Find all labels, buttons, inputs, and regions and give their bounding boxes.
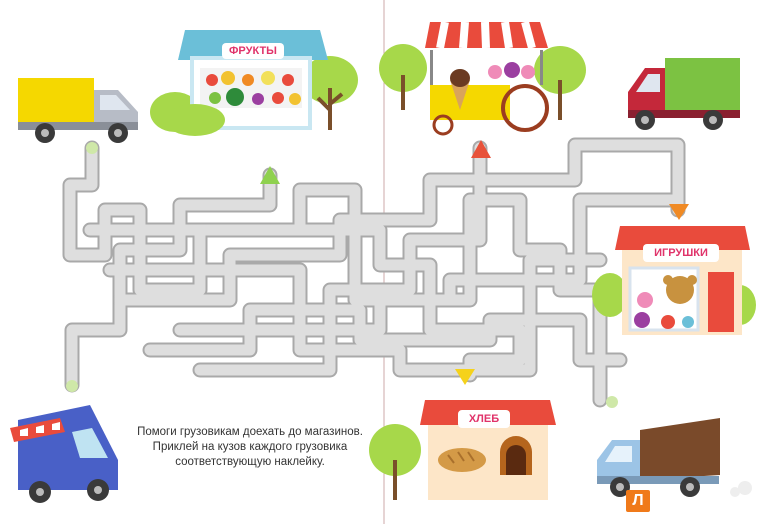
toy-shop xyxy=(592,226,756,335)
instruction-text: Помоги грузовикам доехать до магазинов. … xyxy=(137,426,363,468)
maze xyxy=(62,137,686,408)
start-dot xyxy=(606,396,618,408)
blue-truck xyxy=(597,418,752,497)
bread-shop-sign: ХЛЕБ xyxy=(458,410,510,428)
start-dot xyxy=(66,380,78,392)
fruit-shop-sign: ФРУКТЫ xyxy=(222,43,284,59)
ice-cream-cart xyxy=(379,20,586,136)
fruit-shop xyxy=(150,30,358,136)
yellow-truck xyxy=(18,78,138,143)
toy-shop-sign: ИГРУШКИ xyxy=(643,244,719,262)
arrow-up-red-icon xyxy=(471,140,491,158)
arrow-up-green-icon xyxy=(260,166,280,184)
arrow-down-yellow-icon xyxy=(455,369,475,385)
blue-van xyxy=(10,405,118,503)
red-truck xyxy=(628,58,740,130)
publisher-logo: Л xyxy=(626,490,650,512)
arrow-down-orange-icon xyxy=(669,204,689,220)
start-dot xyxy=(86,142,98,154)
